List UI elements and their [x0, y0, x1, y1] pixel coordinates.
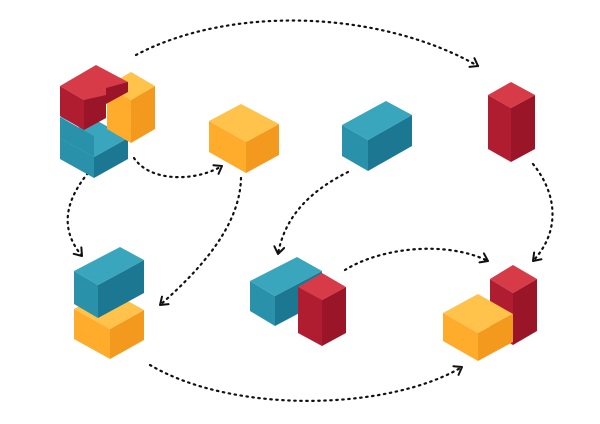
- block-face: [443, 294, 513, 333]
- block-face: [368, 115, 412, 171]
- connection-arrows: [66, 19, 554, 402]
- block-face: [98, 260, 144, 318]
- block-group-orange-red-pair: [443, 265, 537, 361]
- arrow-teal-orange-pair-to-orange-red-pair: [148, 363, 464, 402]
- block-face: [488, 95, 511, 162]
- block-group-teal-orange-pair: [74, 247, 144, 359]
- block-face: [342, 101, 412, 140]
- block-face: [298, 287, 322, 346]
- block-face: [511, 95, 535, 162]
- block-face: [94, 138, 128, 178]
- arrow-orange-bar-to-teal-orange-pair: [158, 176, 243, 307]
- block-face: [443, 313, 478, 361]
- block-group-teal-red-pair: [250, 257, 346, 346]
- arrow-teal-red-pair-to-orange-red-pair: [343, 247, 490, 272]
- block-group-full-assembly: [60, 65, 155, 178]
- block-face: [513, 279, 537, 345]
- block-face: [246, 124, 279, 173]
- block-face: [250, 257, 322, 296]
- block-face: [74, 247, 144, 285]
- block-face: [298, 273, 346, 300]
- arrow-red-column-to-orange-red-pair: [531, 162, 554, 263]
- block-face: [60, 117, 94, 157]
- arrow-assembly-to-orange-bar: [132, 156, 224, 179]
- block-face: [106, 82, 128, 104]
- block-face: [488, 82, 535, 108]
- arrow-assembly-to-teal-orange-pair: [66, 171, 90, 258]
- block-face: [490, 265, 537, 293]
- arrow-teal-bar-to-teal-red-pair: [273, 170, 350, 256]
- block-face: [110, 310, 144, 359]
- block-group-red-column: [488, 82, 535, 162]
- block-group-teal-bar: [342, 101, 412, 171]
- block-face: [478, 314, 513, 361]
- block-face: [74, 271, 98, 318]
- block-group-orange-bar: [209, 104, 279, 173]
- block-face: [209, 104, 279, 142]
- block-face: [322, 287, 346, 346]
- orange-block: [443, 294, 513, 361]
- block-face: [60, 86, 84, 130]
- red-block: [60, 65, 128, 130]
- teal-block: [74, 247, 144, 318]
- arrow-assembly-to-red-column: [134, 19, 480, 68]
- block-face: [209, 121, 246, 173]
- block-face: [107, 86, 131, 143]
- block-face: [74, 309, 110, 359]
- red-block: [298, 273, 346, 346]
- block-face: [60, 138, 94, 178]
- block-face: [342, 125, 368, 171]
- block-face: [131, 86, 155, 143]
